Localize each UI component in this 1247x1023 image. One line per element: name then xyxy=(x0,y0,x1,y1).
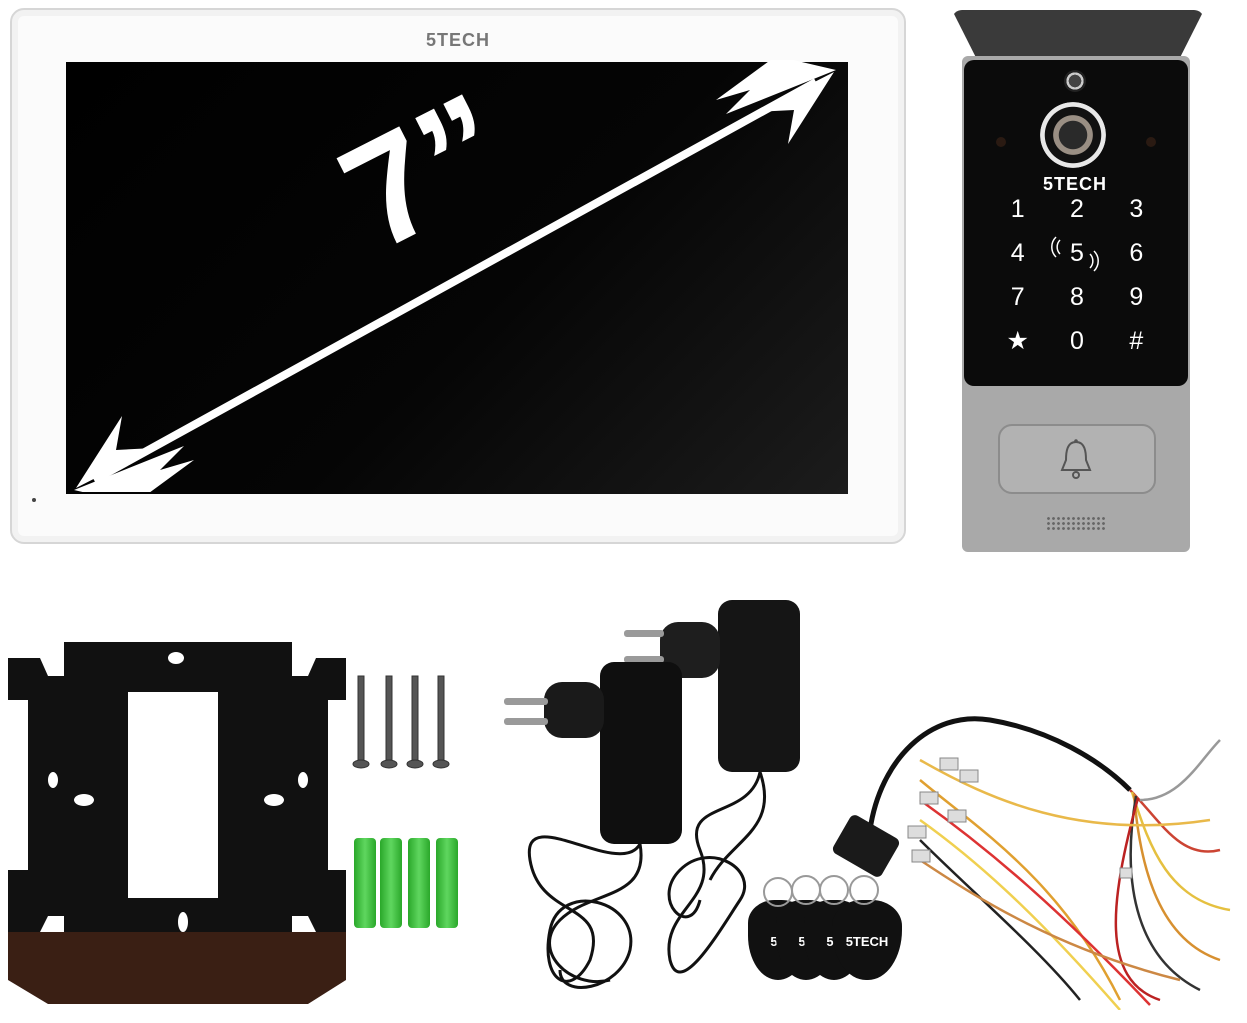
camera-lens xyxy=(1040,102,1106,168)
connection-cable-harness xyxy=(832,716,1231,1010)
key-8[interactable]: 8 xyxy=(1070,283,1084,311)
light-sensor xyxy=(1064,70,1086,92)
wall-mounting-bracket xyxy=(8,642,346,1004)
wall-anchor xyxy=(436,838,458,928)
double-headed-arrow-icon xyxy=(74,60,836,492)
wall-anchor xyxy=(354,838,376,928)
bell-icon xyxy=(1060,439,1092,479)
call-button[interactable] xyxy=(998,424,1156,494)
key-4[interactable]: 4 xyxy=(1010,239,1025,267)
key-hash[interactable]: # xyxy=(1129,327,1144,355)
key-6[interactable]: 6 xyxy=(1129,239,1144,267)
mounting-screws xyxy=(352,675,450,769)
speaker-grille xyxy=(1046,516,1106,530)
monitor-brand-logo: 5TECH xyxy=(425,30,490,50)
power-led xyxy=(32,498,36,502)
keypad: 1 2 3 4 5 6 7 8 9 ★ 0 # xyxy=(988,196,1166,354)
rj45-connector xyxy=(832,815,900,877)
power-adapters xyxy=(504,600,800,989)
key-5[interactable]: 5 xyxy=(1070,239,1084,267)
wall-anchor xyxy=(408,838,430,928)
rfid-tag: 5TECH xyxy=(832,900,902,980)
wall-anchor xyxy=(380,838,402,928)
key-2[interactable]: 2 xyxy=(1070,195,1084,223)
door-station-brand-logo: 5TECH xyxy=(1042,174,1107,194)
ir-led-right xyxy=(1146,137,1156,147)
key-3[interactable]: 3 xyxy=(1129,195,1144,223)
key-1[interactable]: 1 xyxy=(1010,195,1025,223)
rfid-key-rings xyxy=(763,875,879,907)
contactless-icon xyxy=(1051,236,1099,272)
arrow-head-bottom-left xyxy=(74,446,194,492)
key-star[interactable]: ★ xyxy=(1006,327,1029,355)
key-0[interactable]: 0 xyxy=(1070,327,1084,355)
key-7[interactable]: 7 xyxy=(1010,283,1025,311)
arrow-head-top-right xyxy=(716,60,836,114)
key-9[interactable]: 9 xyxy=(1129,283,1144,311)
ir-led-left xyxy=(996,137,1006,147)
